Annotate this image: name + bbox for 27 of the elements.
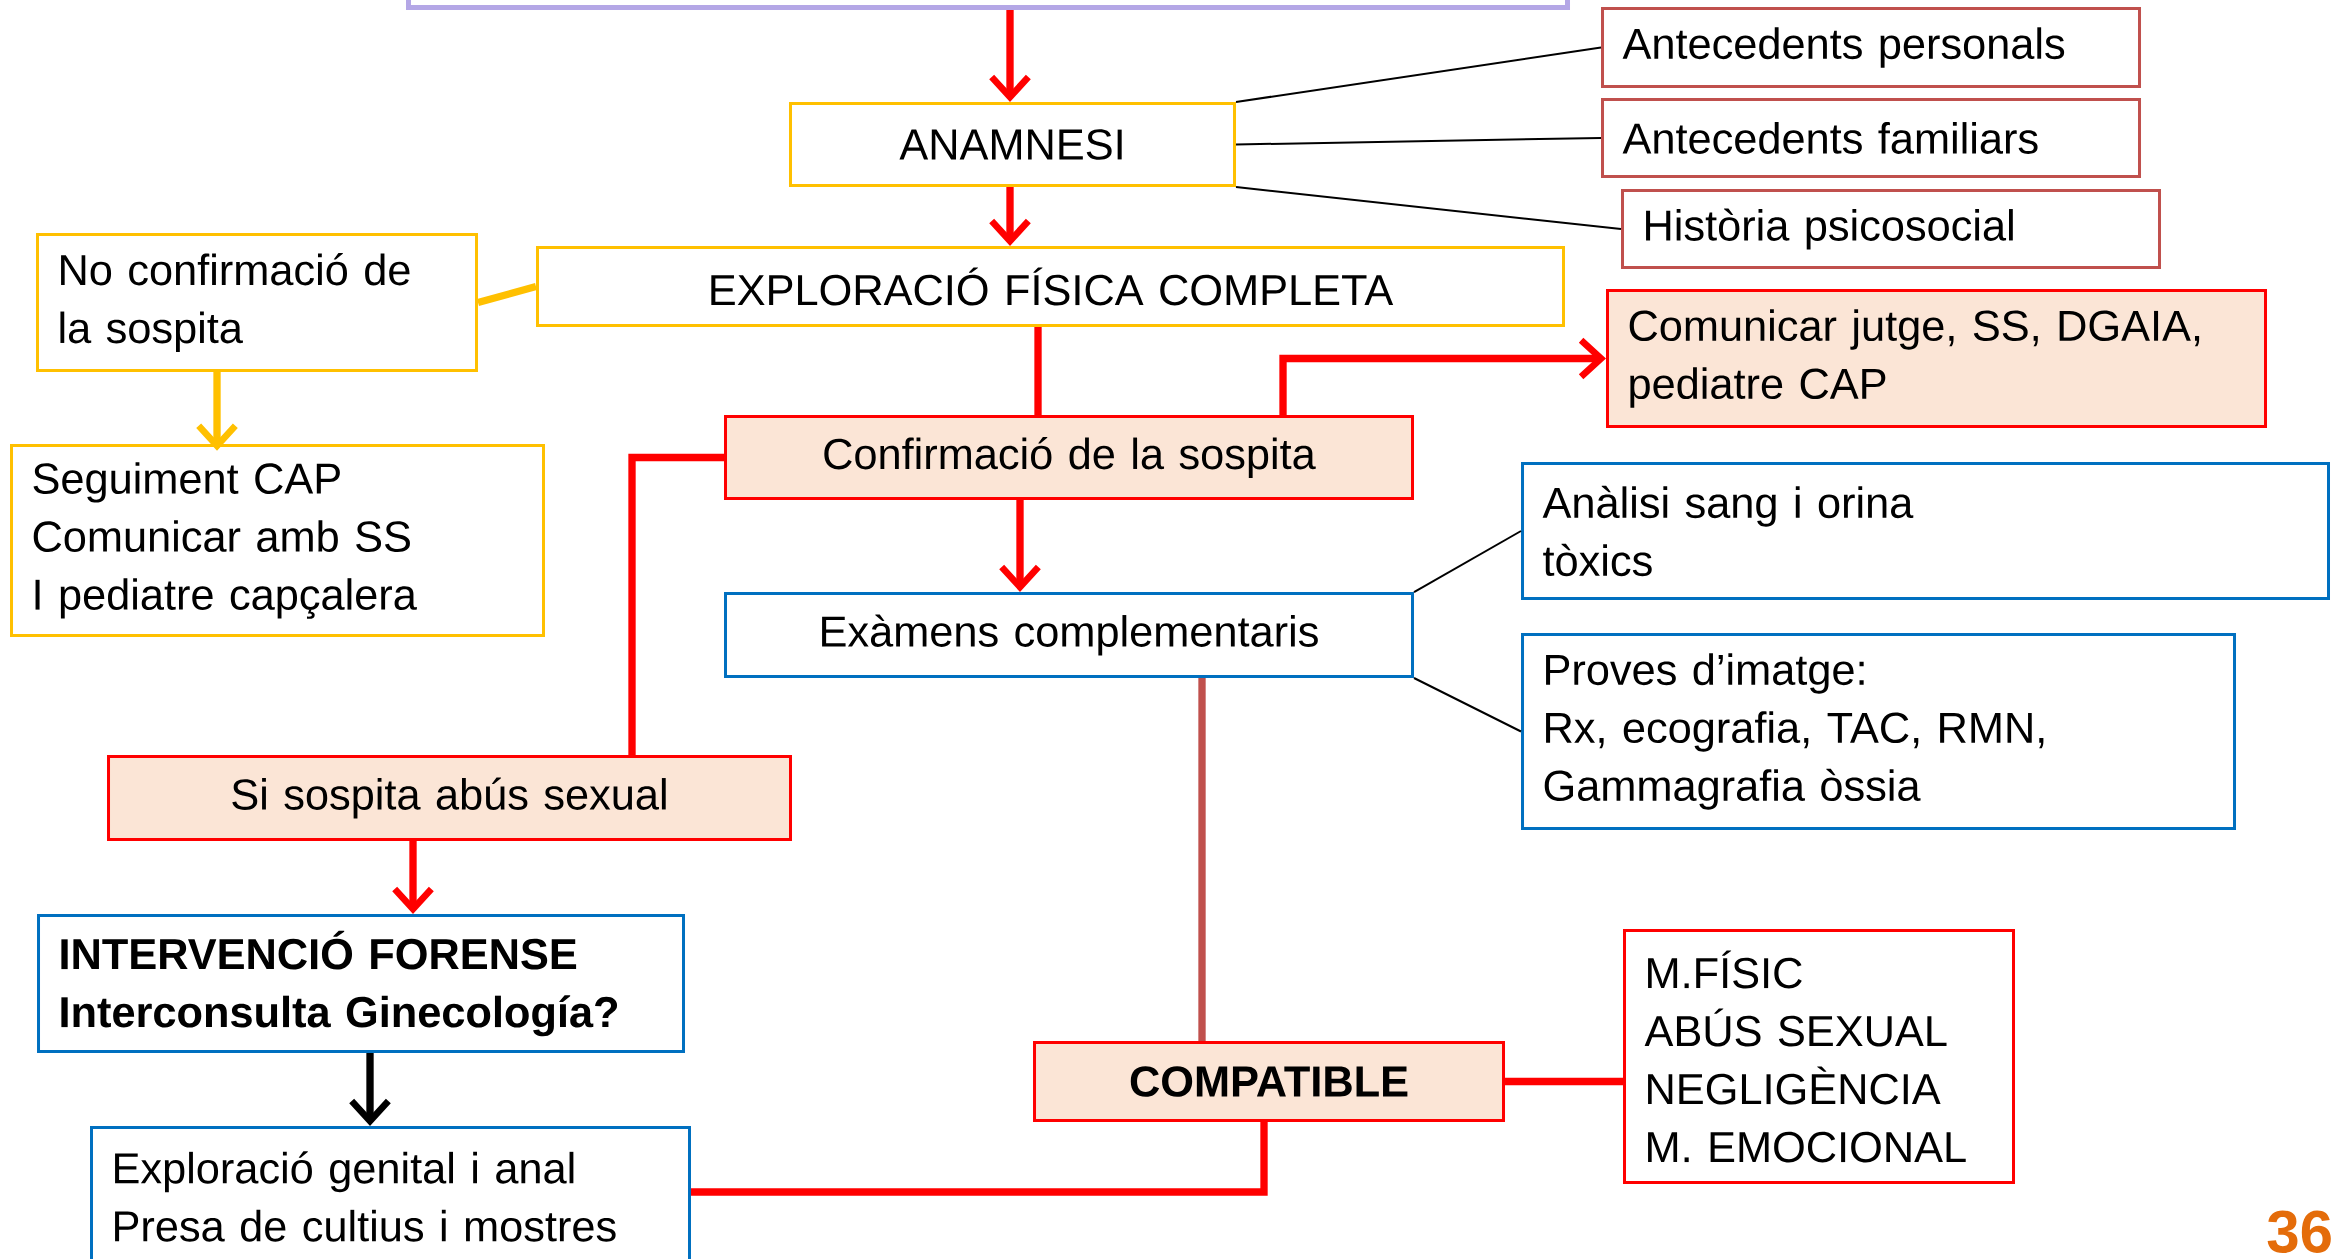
connector-line — [628, 453, 724, 755]
process-box: Antecedents familiars — [1601, 98, 2141, 178]
process-box: Antecedents personals — [1601, 7, 2141, 88]
process-box: INTERVENCIÓ FORENSE Interconsulta Ginecología? — [37, 914, 685, 1053]
process-box: COMPATIBLE — [1033, 1041, 1505, 1122]
connector-line — [1235, 186, 1622, 230]
process-box: Exàmens complementaris — [724, 592, 1414, 678]
connector-line — [1235, 137, 1602, 146]
process-box: No confirmació de la sospita — [36, 233, 478, 372]
process-box: EXPLORACIÓ FÍSICA COMPLETA — [536, 246, 1565, 327]
connector-line — [1413, 677, 1522, 733]
process-box: Anàlisi sang i orina tòxics — [1521, 462, 2330, 600]
process-box: Comunicar jutge, SS, DGAIA, pediatre CAP — [1606, 289, 2267, 428]
page-number: 36 — [2267, 1210, 2331, 1253]
process-box: Seguiment CAP Comunicar amb SS I pediatre capçalera — [10, 444, 545, 637]
box — [406, 0, 1570, 10]
arrow — [1279, 337, 1606, 415]
process-box: ANAMNESI — [789, 102, 1236, 187]
process-box: M.FÍSIC ABÚS SEXUAL NEGLIGÈNCIA M. EMOCIONAL — [1623, 929, 2015, 1184]
connector-line — [1413, 530, 1522, 593]
process-box: Proves d’imatge: Rx, ecografia, TAC, RMN, Gammagrafia òssia — [1521, 633, 2236, 830]
process-box: Història psicosocial — [1621, 189, 2161, 269]
process-box: Confirmació de la sospita — [724, 415, 1414, 500]
connector-line — [477, 282, 537, 307]
process-box: Exploració genital i anal Presa de cultius i mostres — [90, 1126, 691, 1259]
process-box: Si sospita abús sexual — [107, 755, 792, 841]
connector-line — [1235, 46, 1602, 103]
